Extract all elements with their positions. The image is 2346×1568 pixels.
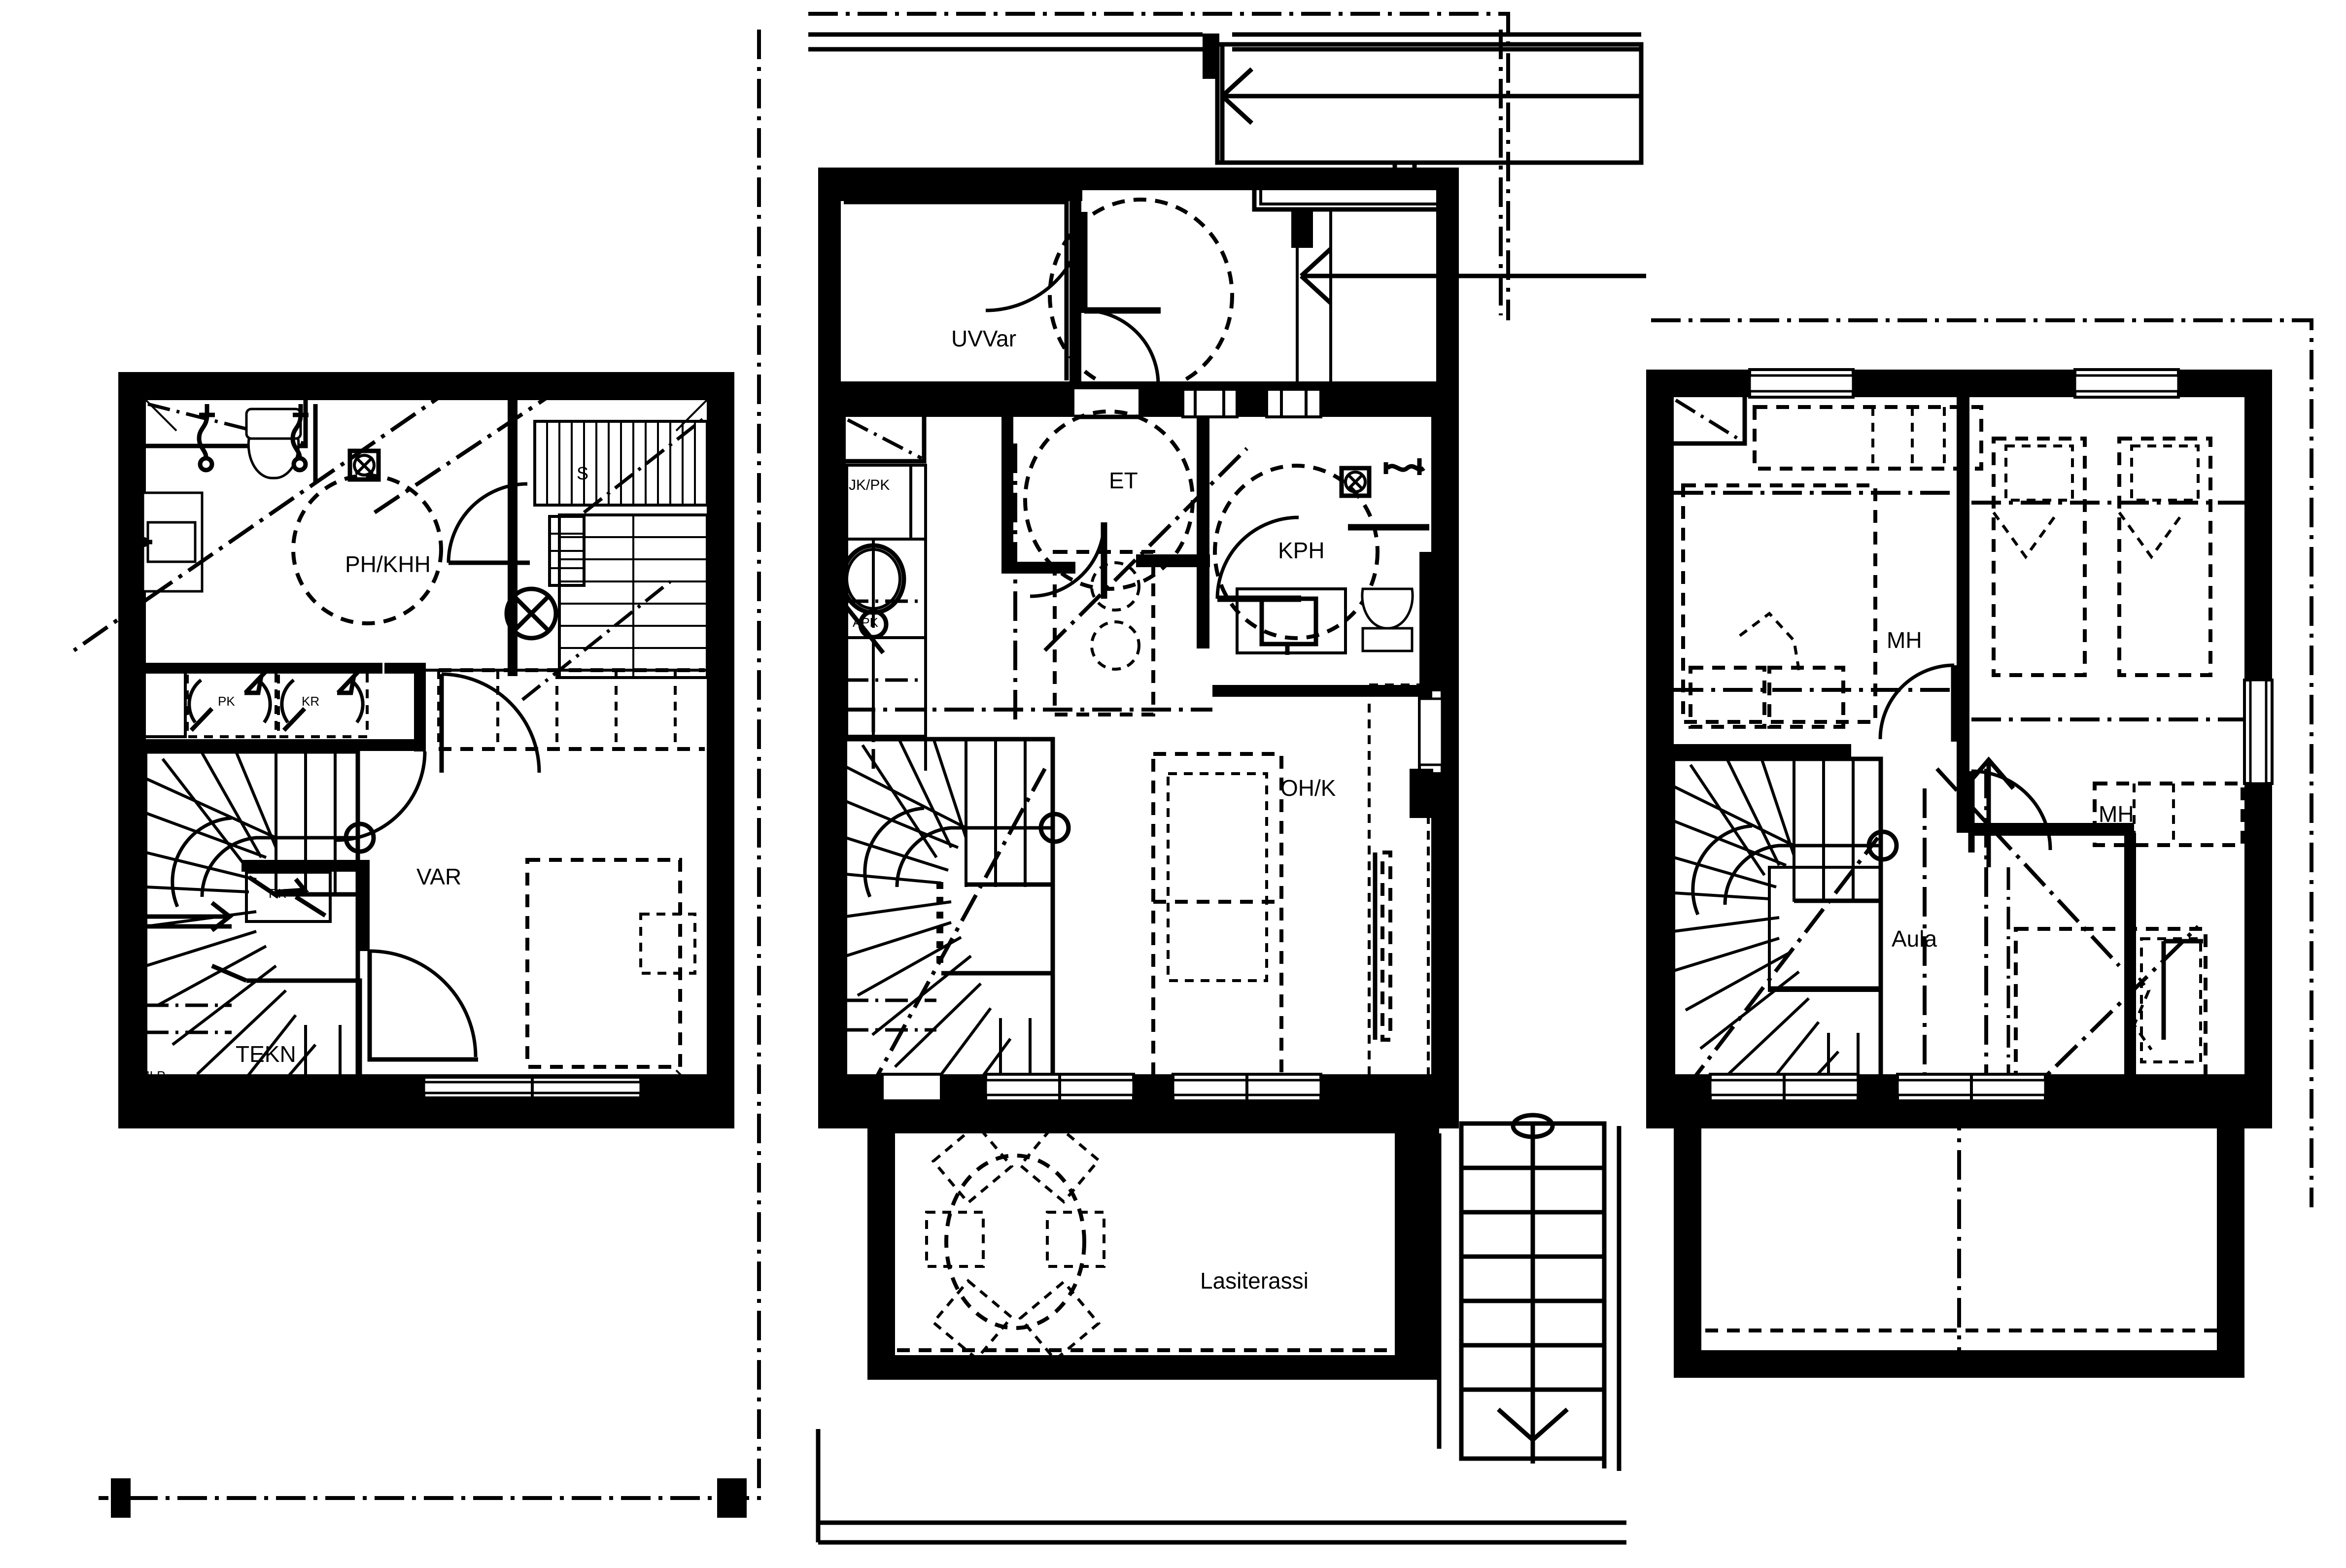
room-label-mlp: MLP — [139, 1068, 166, 1083]
room-label-tekn: TEKN — [236, 1041, 296, 1067]
room-label-lasiterassi: Lasiterassi — [1200, 1268, 1309, 1294]
appliance-label-jk-pk: JK/PK — [849, 477, 890, 493]
appliance-label-apk: APK — [853, 615, 879, 630]
appliance-label-rk: RK — [269, 886, 287, 901]
room-label-et: ET — [1109, 468, 1138, 493]
room-label-mh-1: MH — [1887, 627, 1922, 653]
room-label-oh-k: OH/K — [1280, 775, 1336, 801]
room-label-mh-2: MH — [2099, 801, 2134, 827]
room-label-uvvar: UVVar — [951, 326, 1017, 351]
room-label-ph-khh: PH/KHH — [345, 551, 431, 577]
plan-middle-group — [808, 12, 1646, 1545]
plan-right-group — [1646, 318, 2313, 1378]
plan-left-group — [72, 30, 761, 1518]
room-label-sauna: S — [577, 463, 589, 483]
room-label-var: VAR — [416, 864, 462, 889]
room-label-kph: KPH — [1278, 538, 1325, 563]
appliance-label-kr: KR — [302, 694, 320, 709]
appliance-label-pk: PK — [218, 694, 235, 709]
room-label-aula: Aula — [1892, 926, 1937, 952]
